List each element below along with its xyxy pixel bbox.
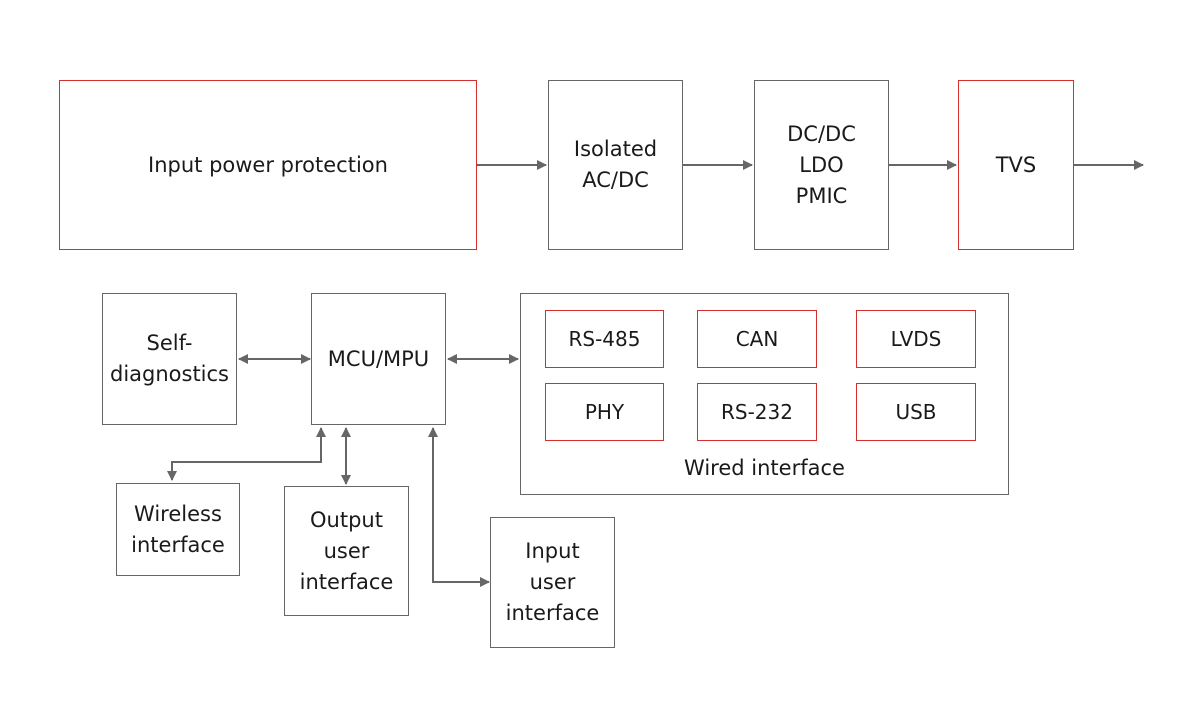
rs485-block: RS-485 bbox=[545, 310, 664, 368]
isolated-acdc-block: Isolated AC/DC bbox=[548, 80, 683, 250]
self-diagnostics-block: Self- diagnostics bbox=[102, 293, 237, 425]
regulators-block: DC/DC LDO PMIC bbox=[754, 80, 889, 250]
usb-block: USB bbox=[856, 383, 976, 441]
mcu-mpu-block: MCU/MPU bbox=[311, 293, 446, 425]
lvds-block: LVDS bbox=[856, 310, 976, 368]
input-power-protection-block: Input power protection bbox=[59, 80, 477, 250]
arrow-mcu-wireless bbox=[167, 427, 326, 481]
tvs-block: TVS bbox=[958, 80, 1074, 250]
wireless-interface-block: Wireless interface bbox=[116, 483, 240, 576]
can-block: CAN bbox=[697, 310, 817, 368]
output-user-interface-block: Output user interface bbox=[284, 486, 409, 616]
wired-interface-label: Wired interface bbox=[684, 456, 845, 480]
phy-block: PHY bbox=[545, 383, 664, 441]
arrow-mcu-input-ui bbox=[428, 427, 490, 587]
input-user-interface-block: Input user interface bbox=[490, 517, 615, 648]
rs232-block: RS-232 bbox=[697, 383, 817, 441]
